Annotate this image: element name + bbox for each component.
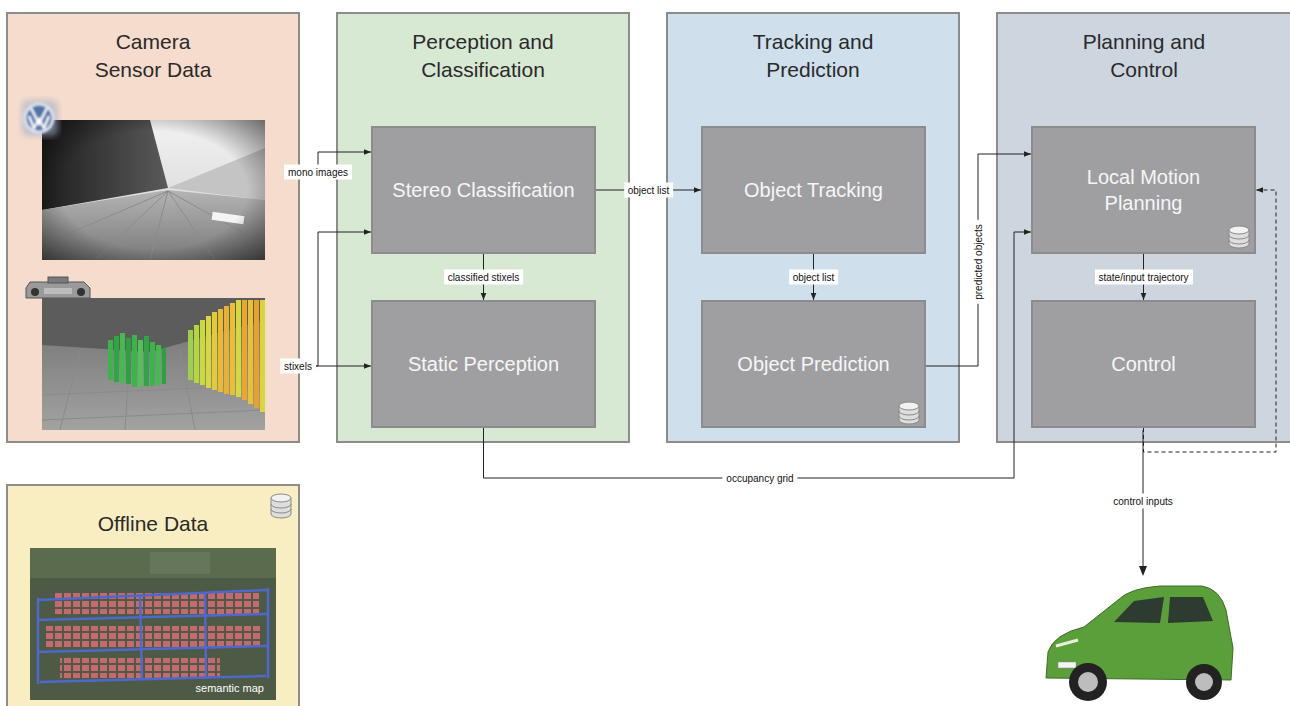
vw-logo [22, 100, 58, 136]
stage-panel: Perception and ClassificationStereo Clas… [336, 12, 630, 443]
data-flow-arrow [1144, 190, 1277, 452]
edge-label: predicted objects [971, 220, 986, 304]
map-caption: semantic map [192, 680, 268, 696]
process-box: Object Tracking [701, 126, 926, 254]
mono-camera-image [42, 120, 265, 260]
edge-label: occupancy grid [722, 471, 797, 486]
edge-label: classified stixels [444, 270, 524, 285]
edge-label: object list [624, 183, 674, 198]
database-icon [1229, 226, 1249, 248]
box-label: Stereo Classification [392, 177, 574, 203]
panel-heading: Perception and Classification [398, 28, 568, 84]
stixel-image [42, 298, 265, 430]
data-flow-arrow [300, 232, 371, 366]
stixel-bars-yellow [188, 300, 265, 412]
database-icon [899, 402, 919, 424]
box-label: Control [1111, 351, 1175, 377]
process-box: Object Prediction [701, 300, 926, 428]
semantic-map-image [30, 548, 276, 700]
process-box: Static Perception [371, 300, 596, 428]
box-label: Static Perception [408, 351, 559, 377]
process-box: Local Motion Planning [1031, 126, 1256, 254]
stage-panel: Tracking and PredictionObject TrackingOb… [666, 12, 960, 443]
box-label: Object Prediction [737, 351, 889, 377]
panel-heading: Planning and Control [1059, 28, 1229, 84]
data-flow-arrow [926, 154, 1031, 366]
stixel-bars-green [108, 333, 166, 387]
panel-heading: Camera Sensor Data [91, 28, 216, 84]
car-illustration [1046, 586, 1233, 701]
process-box: Control [1031, 300, 1256, 428]
box-label: Object Tracking [744, 177, 883, 203]
signal-label: control inputs [1109, 494, 1176, 509]
panel-heading: Tracking and Prediction [728, 28, 898, 84]
panel-heading: Offline Data [68, 510, 238, 538]
box-label: Local Motion Planning [1069, 164, 1219, 216]
edge-label: object list [789, 270, 839, 285]
database-icon [271, 494, 291, 518]
edge-label: state/input trajectory [1094, 270, 1192, 285]
stereo-camera-device [26, 277, 90, 298]
process-box: Stereo Classification [371, 126, 596, 254]
edge-label: mono images [284, 165, 352, 180]
data-flow-arrow [484, 232, 1032, 478]
edge-label: stixels [280, 359, 316, 374]
